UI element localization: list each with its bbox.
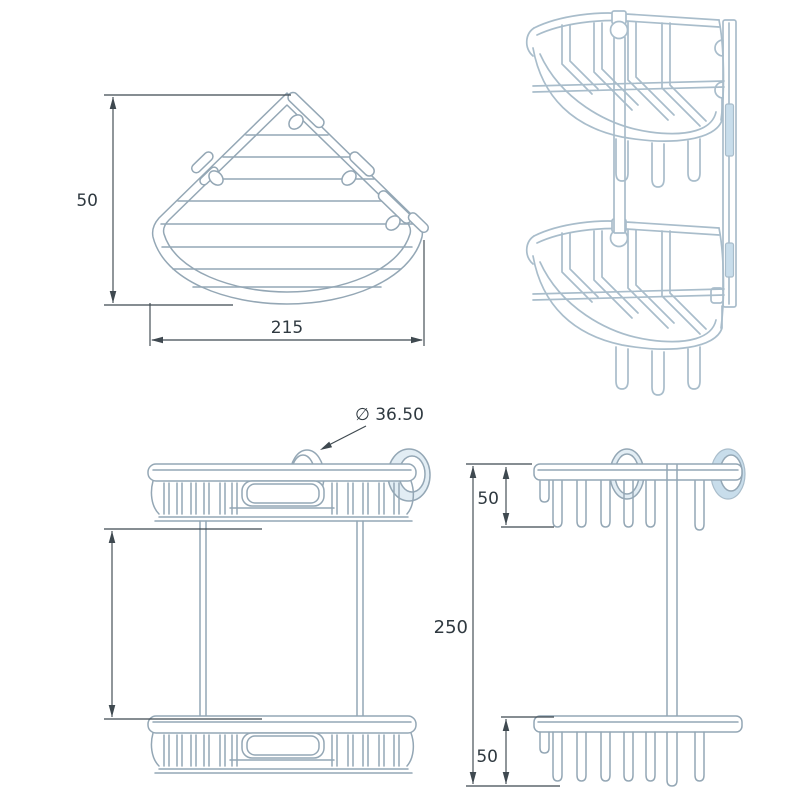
side-view: 250 50 50 <box>434 448 746 787</box>
dim-label-side-bottom-offset: 50 <box>476 747 498 767</box>
front-view-posts <box>199 520 364 717</box>
dim-label-mount-diameter: ∅ 36.50 <box>355 405 424 425</box>
iso-rail-hook-middle <box>714 81 724 99</box>
dim-label-side-overall: 250 <box>434 617 468 638</box>
front-view-top-basket <box>147 463 417 522</box>
top-view-wall-clips <box>190 91 429 234</box>
side-view-overall-dimension: 250 <box>434 463 560 787</box>
dim-label-top-view-width: 215 <box>271 318 303 338</box>
side-view-top-offset-dimension: 50 <box>477 467 554 528</box>
iso-wall-rail <box>710 19 737 308</box>
front-view-span-dimension <box>104 528 262 720</box>
callout-arrowhead <box>320 441 333 450</box>
iso-lower-basket <box>525 218 725 396</box>
top-view-width-dimension: 215 <box>149 240 425 346</box>
top-view-basket-wires <box>160 134 414 288</box>
mount-diameter-callout: ∅ 36.50 <box>320 405 424 450</box>
top-view-basket-outline <box>151 92 424 305</box>
front-view: ∅ 36.50 <box>104 405 431 774</box>
isometric-view <box>525 10 737 396</box>
side-view-bottom-offset-dimension: 50 <box>476 716 554 784</box>
dim-label-side-top-offset: 50 <box>477 489 499 509</box>
top-view: 50 215 <box>76 91 429 346</box>
dim-label-top-view-height: 50 <box>76 191 98 211</box>
side-view-top-shelf <box>533 463 743 531</box>
front-view-bottom-basket <box>147 715 417 774</box>
top-view-height-dimension: 50 <box>76 94 291 306</box>
side-view-post <box>666 464 678 733</box>
side-view-bottom-shelf <box>533 715 743 787</box>
